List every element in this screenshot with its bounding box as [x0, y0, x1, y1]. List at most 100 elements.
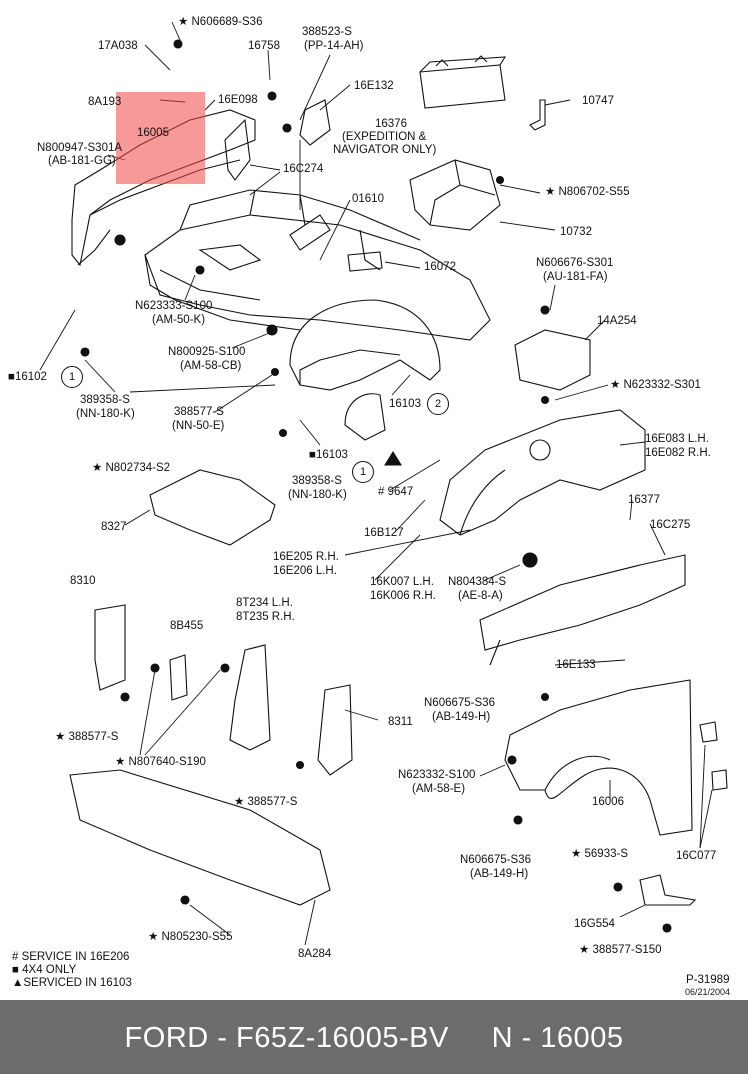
label-389358-a: 389358-S — [80, 394, 130, 406]
callout-circle-2: 2 — [427, 393, 449, 415]
bracket-8t234 — [229, 644, 271, 751]
label-n606675-a: N606675-S36 — [424, 697, 495, 709]
parts-diagram: ★ N606689-S36 17A038 16758 388523-S (PP-… — [8, 16, 731, 997]
highlighted-part-16005 — [116, 92, 205, 184]
label-drawing-date: 06/21/2004 — [685, 987, 731, 997]
clip-16c077-b — [711, 769, 728, 791]
exploded-view-drawing — [39, 21, 728, 946]
label-n804384-code: (AE-8-A) — [458, 590, 503, 602]
bracket-8b455 — [169, 654, 188, 701]
label-16103-4x4: ■16103 — [309, 449, 348, 461]
legend-item-4x4: ■ 4X4 ONLY — [12, 964, 77, 976]
label-16377: 16377 — [628, 494, 660, 506]
label-8a284: 8A284 — [298, 948, 332, 960]
label-n606675-b-code: (AB-149-H) — [470, 868, 529, 880]
label-n623333: N623333-S100 — [135, 300, 213, 312]
part-number-footer: FORD - F65Z-16005-BV N - 16005 — [0, 1000, 748, 1074]
label-n606675-a-code: (AB-149-H) — [432, 711, 491, 723]
label-17a038: 17A038 — [98, 40, 138, 52]
battery — [419, 55, 507, 109]
label-16k006: 16K006 R.H. — [370, 590, 436, 602]
fender-16006 — [504, 679, 693, 836]
clip-16c077-a — [699, 721, 718, 743]
label-388523-code: (PP-14-AH) — [304, 40, 364, 52]
label-n802734: ★ N802734-S2 — [92, 462, 171, 474]
label-16k007: 16K007 L.H. — [370, 576, 434, 588]
label-388577-s150: ★ 388577-S150 — [579, 944, 662, 956]
label-n606675-b: N606675-S36 — [460, 854, 531, 866]
label-10747: 10747 — [582, 95, 614, 107]
part-16376 — [289, 214, 331, 251]
label-n800947-code: (AB-181-GG) — [48, 155, 116, 167]
label-n623333-code: (AM-50-K) — [152, 314, 206, 326]
relay-box-14a254 — [514, 329, 591, 391]
label-16102: ■16102 — [8, 371, 47, 383]
label-01610: 01610 — [352, 193, 384, 205]
label-16c275: 16C275 — [650, 519, 691, 531]
label-n623332-s100: N623332-S100 — [398, 769, 476, 781]
label-16072: 16072 — [424, 261, 456, 273]
label-389358-b: 389358-S — [292, 475, 342, 487]
label-388577-c: ★ 388577-S — [234, 796, 298, 808]
label-16376-note-a: (EXPEDITION & — [342, 131, 427, 143]
label-16103: 16103 — [389, 398, 421, 410]
label-8t234: 8T234 L.H. — [236, 597, 293, 609]
label-16g554: 16G554 — [574, 918, 615, 930]
label-8310: 8310 — [70, 575, 96, 587]
callout-circle-1: 1 — [61, 366, 83, 388]
label-388577-a-code: (NN-50-E) — [172, 420, 225, 432]
fender-liner-16103 — [289, 299, 441, 441]
label-n800947: N800947-S301A — [37, 142, 123, 154]
shock-tower — [439, 409, 646, 536]
label-n606689: ★ N606689-S36 — [178, 16, 263, 28]
callout-circle-1b: 1 — [352, 461, 374, 483]
label-8a193: 8A193 — [88, 96, 122, 108]
label-n805230: ★ N805230-S55 — [148, 931, 233, 943]
lower-rail-16c275 — [479, 554, 686, 666]
label-n623332-s100-code: (AM-58-E) — [412, 783, 466, 795]
label-n800925-code: (AM-58-CB) — [180, 360, 242, 372]
bracket-16g554 — [639, 874, 697, 906]
label-16e098: 16E098 — [218, 94, 258, 106]
footer-part-number-text: FORD - F65Z-16005-BV N - 16005 — [124, 1022, 624, 1054]
label-16e132: 16E132 — [354, 80, 394, 92]
label-16c274: 16C274 — [283, 163, 324, 175]
label-14a254: 14A254 — [597, 315, 637, 327]
support-8310 — [94, 604, 126, 691]
part-16e098 — [224, 118, 251, 181]
label-drawing-number: P-31989 — [686, 974, 730, 986]
label-10732: 10732 — [560, 226, 592, 238]
label-n800925: N800925-S100 — [168, 346, 246, 358]
label-16376: 16376 — [375, 118, 407, 130]
label-9647: # 9647 — [378, 486, 414, 498]
label-n623332-s301: ★ N623332-S301 — [610, 379, 701, 391]
label-56933: ★ 56933-S — [571, 848, 628, 860]
apron-assembly — [144, 189, 491, 341]
legend-item-serviced: ▲SERVICED IN 16103 — [12, 977, 132, 989]
splash-shield-8327 — [149, 469, 276, 546]
leader-lines — [39, 21, 713, 946]
label-n806702: ★ N806702-S55 — [545, 186, 630, 198]
label-n606676-code: (AU-181-FA) — [543, 271, 608, 283]
bracket-10747 — [529, 99, 546, 131]
part-16e132 — [299, 99, 331, 146]
battery-tray — [409, 159, 501, 231]
legend-item-service: # SERVICE IN 16E206 — [12, 951, 130, 963]
label-n804384: N804384-S — [448, 576, 507, 588]
label-n807640: ★ N807640-S190 — [115, 756, 206, 768]
label-388577-a: 388577-S — [174, 406, 224, 418]
label-16758: 16758 — [248, 40, 280, 52]
label-16006: 16006 — [592, 796, 624, 808]
label-16e206: 16E206 L.H. — [273, 565, 337, 577]
label-16e082: 16E082 R.H. — [645, 447, 711, 459]
radiator-support-8a284 — [69, 769, 331, 906]
label-8b455: 8B455 — [170, 620, 204, 632]
label-16005: 16005 — [137, 127, 169, 139]
serviced-marker-triangle — [384, 450, 402, 466]
label-16e205: 16E205 R.H. — [273, 551, 339, 563]
label-388523: 388523-S — [302, 26, 352, 38]
label-16e083: 16E083 L.H. — [645, 433, 709, 445]
label-n606676: N606676-S301 — [536, 257, 614, 269]
label-8327: 8327 — [101, 521, 127, 533]
label-16e133: 16E133 — [556, 659, 596, 671]
